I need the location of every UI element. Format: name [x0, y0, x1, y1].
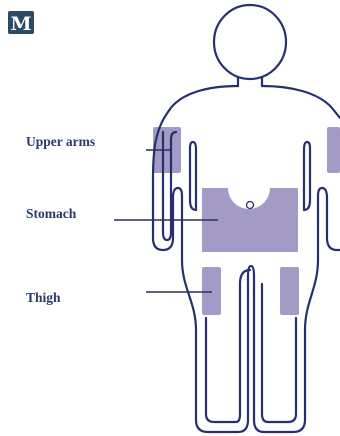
injection-site-right-upper-arm: [327, 127, 340, 173]
body-contour-outer: [153, 86, 340, 432]
figure-badge: M: [8, 11, 34, 35]
injection-site-right-thigh: [280, 267, 299, 315]
head-outline: [214, 5, 286, 79]
label-stomach: Stomach: [26, 206, 77, 221]
injection-site-left-thigh: [202, 267, 221, 315]
shoulder-contour-right: [262, 86, 340, 118]
navel-marker: [247, 202, 254, 209]
label-thigh: Thigh: [26, 290, 61, 305]
right-armpit-contour: [304, 142, 310, 210]
label-upper-arms: Upper arms: [26, 134, 95, 149]
badge-letter: M: [10, 13, 31, 35]
left-armpit-contour: [190, 142, 196, 210]
site-labels: Upper arms Stomach Thigh: [26, 134, 95, 305]
